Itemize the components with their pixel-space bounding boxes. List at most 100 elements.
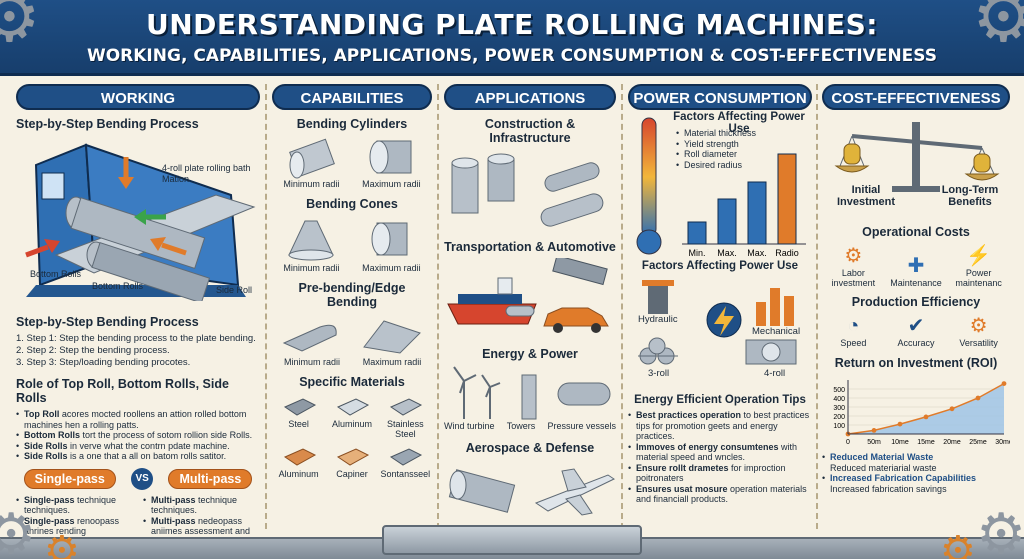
- gear-icon: ⚙: [976, 502, 1024, 559]
- page-header: UNDERSTANDING PLATE ROLLING MACHINES: WO…: [0, 0, 1024, 76]
- edge-title: Pre-bending/Edge Bending: [298, 281, 406, 309]
- single-pass-badge: Single-pass: [23, 468, 116, 489]
- hydraulic-label: Hydraulic: [638, 314, 678, 325]
- gear-icon: ⚙: [940, 528, 976, 559]
- plane-cylinder-icon: [448, 468, 616, 516]
- label-side-roll: Side Roll: [216, 285, 253, 295]
- cylinders-row: Minimum radii Maximum radii: [272, 135, 432, 189]
- prod-eff-title: Production Efficiency: [851, 295, 981, 309]
- tips-list: Best practices operation to best practic…: [628, 410, 812, 505]
- step-item: 1. Step 1: Step the bending process to t…: [16, 333, 256, 344]
- roi-x-tick: 15me: [917, 439, 935, 446]
- material-aluminum: Aluminum: [325, 393, 378, 439]
- multi-pass-badge: Multi-pass: [168, 468, 253, 489]
- roi-y-tick: 100: [833, 423, 845, 430]
- roi-y-tick: 500: [833, 387, 845, 394]
- gear-icon: ⚙: [0, 502, 37, 559]
- prod-speed: ◔Speed: [840, 315, 867, 348]
- column-divider: [437, 84, 439, 529]
- gear-icon: ⚙: [44, 528, 80, 559]
- roi-point: [949, 406, 955, 412]
- balance-panel: Initial Investment Long-Term Benefits: [822, 110, 1010, 218]
- page-subtitle: WORKING, CAPABILITIES, APPLICATIONS, POW…: [86, 46, 938, 66]
- cylinder-min: Minimum radii: [283, 135, 339, 189]
- aerospace-title: Aerospace & Defense: [465, 441, 595, 455]
- wrench-icon: ✚: [907, 255, 925, 277]
- power-factors-title-2: Factors Affecting Power Use: [641, 260, 799, 272]
- power-bar-label: Max.: [717, 248, 737, 258]
- op-power: ⚡Power maintenanc: [955, 245, 1002, 288]
- energy-icons: [453, 366, 611, 420]
- machine-illustration: 4-roll plate rolling bath Mation Bottom …: [16, 135, 260, 301]
- roi-point: [1001, 381, 1007, 386]
- plate-rolling-machine-icon: [25, 143, 256, 301]
- tip-item: Ensure rollt drametes for improction poi…: [628, 463, 812, 484]
- construction-title: Construction & Infrastructure: [484, 117, 576, 145]
- tip-item: Best practices operation to best practic…: [628, 410, 812, 442]
- power-bar: [717, 198, 737, 245]
- capabilities-heading: CAPABILITIES: [272, 84, 432, 110]
- roi-y-tick: 200: [833, 414, 845, 421]
- material-aluminum-2: Aluminum: [272, 443, 325, 479]
- power-factors-list: Material thickness Yield strength Roll d…: [676, 128, 756, 170]
- roles-title: Role of Top Roll, Bottom Rolls, Side Rol…: [16, 377, 229, 405]
- energy-title: Energy & Power: [482, 347, 578, 361]
- tip-item: Immoves of energy consumtenes with mater…: [628, 442, 812, 463]
- roi-x-tick: 30me: [995, 439, 1010, 446]
- role-item: Bottom Rolls tort the process of sotom r…: [16, 430, 260, 441]
- power-factors-panel: Factors Affecting Power Use Material thi…: [628, 110, 812, 258]
- tip-item: Ensures usat mosure operation materials …: [628, 484, 812, 505]
- roi-y-tick: 400: [833, 396, 845, 403]
- edge-min: Minimum radii: [280, 313, 344, 367]
- steps-list: 1. Step 1: Step the bending process to t…: [16, 333, 260, 369]
- prod-accuracy: ✔Accuracy: [897, 315, 935, 348]
- tips-title: Energy Efficient Operation Tips: [634, 394, 806, 406]
- mechanical-label: Mechanical: [752, 326, 801, 337]
- roles-list: Top Roll acores mocted roollens an attio…: [16, 409, 260, 462]
- cone-icon: [288, 220, 335, 261]
- thermometer-icon: [636, 117, 662, 255]
- long-term-benefits: Long-Term Benefits: [941, 184, 999, 208]
- cones-row: Minimum radii Maximum radii: [272, 215, 432, 273]
- roi-area: [848, 383, 1004, 434]
- role-item: Top Roll acores mocted roollens an attio…: [16, 409, 260, 430]
- power-icon: ⚡: [966, 245, 992, 267]
- op-labor: ⚙Labor investment: [831, 245, 876, 288]
- bent-plate-icon: [363, 320, 421, 354]
- applications-column: APPLICATIONS Construction & Infrastructu…: [444, 84, 616, 533]
- material-copper: Capiner: [325, 443, 378, 479]
- power-heading: POWER CONSUMPTION: [628, 84, 812, 110]
- three-roll-label: 3-roll: [648, 368, 670, 379]
- prod-eff-row: ◔Speed ✔Accuracy ⚙Versatility: [822, 313, 1010, 348]
- labor-icon: ⚙: [844, 245, 863, 267]
- cost-column: COST-EFFECTIVENESS Initial Investment Lo…: [822, 84, 1010, 533]
- gear-icon: ⚙: [0, 0, 41, 58]
- four-roll-label: 4-roll: [764, 368, 786, 379]
- roi-chart: 100200300400500050m10me15me20me25me30me: [833, 380, 1010, 446]
- working-heading: WORKING: [16, 84, 260, 110]
- power-bar-chart: Min.Max.Max.Radio: [682, 153, 806, 258]
- label-bottom-rolls: Bottom Rolls: [92, 281, 144, 291]
- gauge-icon: ◔: [847, 315, 860, 337]
- roi-x-tick: 0: [846, 439, 850, 446]
- roi-point: Increased Fabrication CapabilitiesIncrea…: [822, 473, 1010, 494]
- power-bar: [747, 181, 767, 245]
- roi-x-tick: 25me: [969, 439, 987, 446]
- cylinder-icon: [369, 140, 412, 174]
- bent-plate-icon: [282, 324, 337, 352]
- role-item: Side Rolls is a one that a all on batom …: [16, 451, 260, 462]
- ship-car-icon: [447, 258, 609, 333]
- step-item: 2. Step 2: Step the bending process.: [16, 345, 170, 356]
- column-divider: [621, 84, 623, 529]
- pass-compare: Single-pass VS Multi-pass: [16, 467, 260, 490]
- roi-y-tick: 300: [833, 405, 845, 412]
- roi-point: [923, 414, 929, 420]
- power-bar-label: Radio: [775, 248, 799, 258]
- applications-heading: APPLICATIONS: [444, 84, 616, 110]
- label-bottom-rolls: Bottom Rolls: [30, 269, 82, 279]
- edge-max: Maximum radii: [360, 313, 424, 367]
- working-column: WORKING Step-by-Step Bending Process 4-r…: [16, 84, 260, 557]
- roi-point: [975, 395, 981, 401]
